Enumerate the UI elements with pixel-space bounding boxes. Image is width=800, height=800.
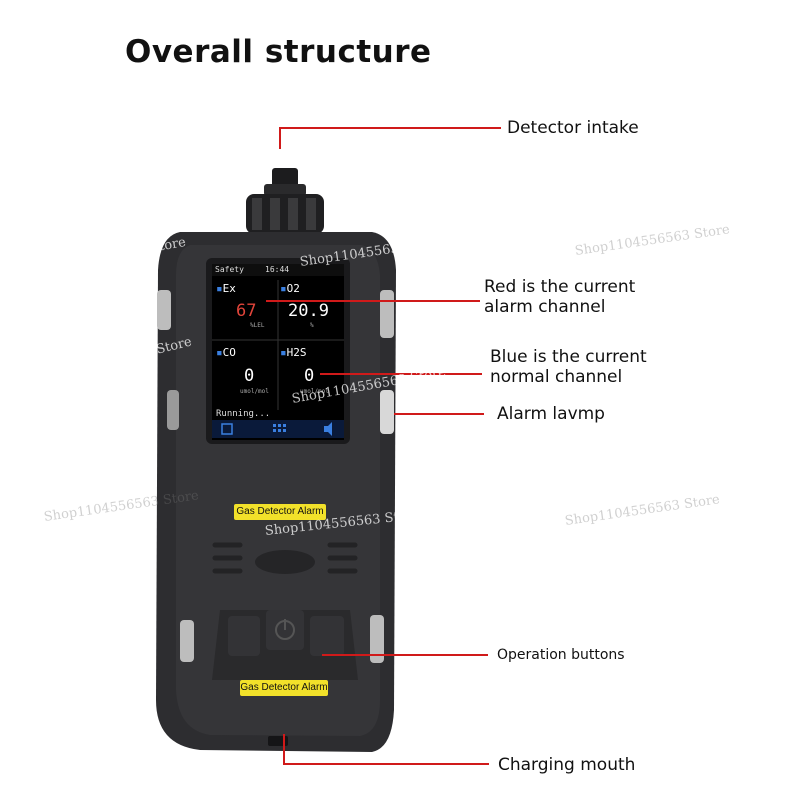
intake-leader-horizontal xyxy=(279,127,501,129)
callout-alarm-lamp: Alarm lavmp xyxy=(497,404,605,424)
channel-co-unit: umol/mol xyxy=(240,388,269,395)
channel-h2s-unit: umol/mol xyxy=(300,388,329,395)
buttons-leader xyxy=(322,654,488,656)
intake-leader-vertical xyxy=(279,127,281,149)
callout-charging-mouth: Charging mouth xyxy=(498,755,636,775)
charging-port xyxy=(268,736,288,746)
side-clip-right-lower xyxy=(370,615,384,663)
side-clip-left-upper xyxy=(157,290,171,330)
menu-icon xyxy=(221,423,233,435)
callout-operation-buttons: Operation buttons xyxy=(497,647,625,663)
alarm-lamp-strip xyxy=(380,390,394,434)
page-title: Overall structure xyxy=(125,34,432,70)
device-label-lower: Gas Detector Alarm xyxy=(240,680,328,696)
grid-icon xyxy=(273,424,286,432)
callout-normal-channel-2: normal channel xyxy=(490,367,623,387)
side-clip-left-mid xyxy=(167,390,179,430)
callout-alarm-channel-1: Red is the current xyxy=(484,277,636,297)
charging-leader-vertical xyxy=(283,734,285,764)
callout-alarm-channel-2: alarm channel xyxy=(484,297,606,317)
channel-ex-unit: %LEL xyxy=(250,322,265,329)
screen-status-left: Safety xyxy=(215,265,244,274)
left-button xyxy=(228,616,260,656)
channel-h2s-name: ▪H2S xyxy=(280,346,307,359)
right-button xyxy=(310,616,344,656)
channel-o2-name: ▪O2 xyxy=(280,282,300,295)
screen-status-bottom: Running... xyxy=(216,409,271,419)
callout-detector-intake: Detector intake xyxy=(507,118,639,138)
detector-intake-nozzle xyxy=(246,168,324,234)
speaker-grille xyxy=(255,550,315,574)
screen-time: 16:44 xyxy=(265,265,290,274)
alarm-channel-leader xyxy=(266,300,480,302)
side-clip-right-upper xyxy=(380,290,394,338)
channel-o2-value: 20.9 xyxy=(288,301,329,321)
device-label-upper: Gas Detector Alarm xyxy=(234,504,326,520)
channel-ex-name: ▪Ex xyxy=(216,282,236,295)
channel-ex-value: 67 xyxy=(236,301,257,321)
channel-h2s-value: 0 xyxy=(304,366,315,386)
normal-channel-leader xyxy=(320,373,482,375)
channel-o2-unit: % xyxy=(310,322,314,329)
charging-leader-horizontal xyxy=(283,763,489,765)
channel-co-name: ▪CO xyxy=(216,346,236,359)
callout-normal-channel-1: Blue is the current xyxy=(490,347,647,367)
side-clip-left-lower xyxy=(180,620,194,662)
alarm-lamp-leader xyxy=(394,413,484,415)
channel-co-value: 0 xyxy=(244,366,255,386)
speaker-icon xyxy=(324,422,332,436)
